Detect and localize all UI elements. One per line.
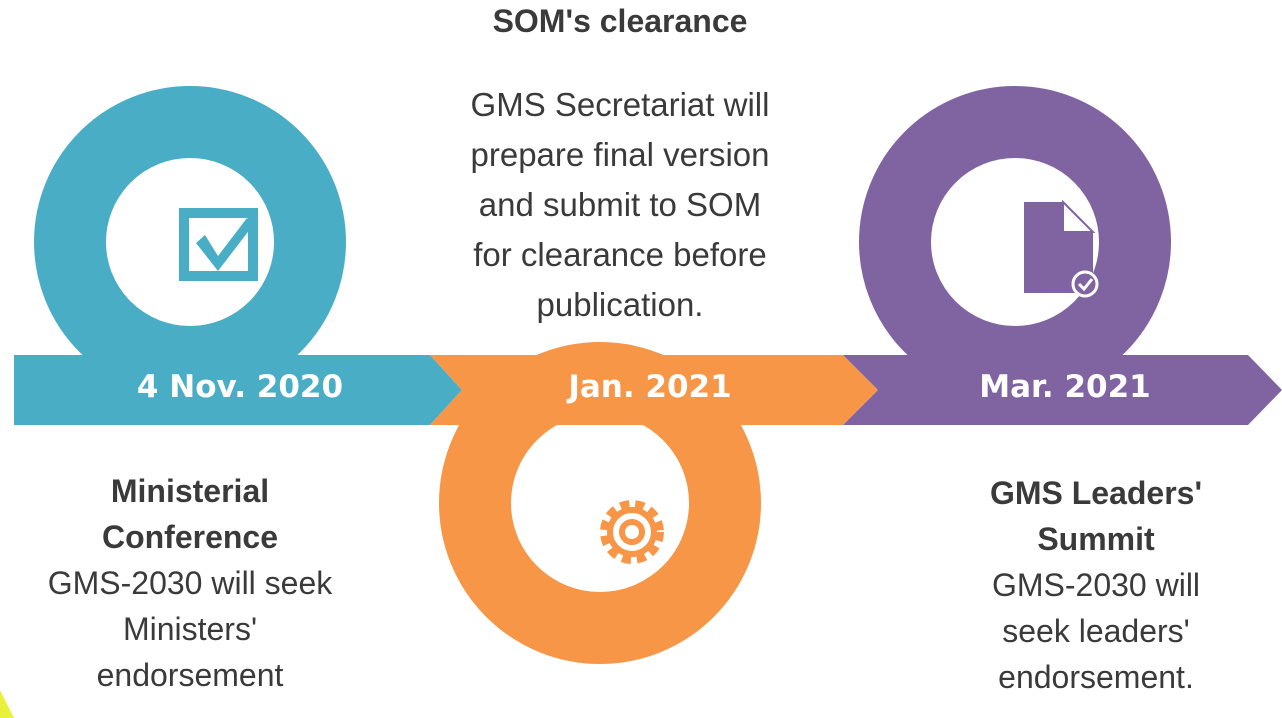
desc-line: GMS Secretariat will [470, 86, 770, 123]
corner-accent [0, 690, 14, 718]
desc-line: endorsement [96, 657, 284, 693]
desc-line: prepare final version [470, 136, 770, 173]
date-label-2: Jan. 2021 [568, 369, 732, 405]
milestone-3-block: GMS Leaders' Summit GMS-2030 will seek l… [910, 470, 1282, 700]
document-check-icon [1024, 199, 1099, 298]
gear-icon [600, 500, 664, 564]
desc-line: publication. [536, 286, 704, 323]
milestone-3-title-line: Summit [1037, 521, 1155, 557]
arrow-segment-teal [14, 355, 462, 425]
milestone-2-title: SOM's clearance [492, 3, 748, 39]
milestone-1-title-line: Ministerial [110, 473, 270, 509]
date-label-3: Mar. 2021 [979, 369, 1151, 405]
desc-line: Ministers' [122, 611, 258, 647]
desc-line: and submit to SOM [478, 186, 762, 223]
date-label-1: 4 Nov. 2020 [136, 369, 344, 405]
desc-line: seek leaders' [1002, 613, 1190, 649]
milestone-1-block: Ministerial Conference GMS-2030 will see… [0, 468, 380, 698]
ring-purple [859, 86, 1171, 398]
arrow-segment-purple [843, 355, 1282, 425]
desc-line: GMS-2030 will [991, 567, 1201, 603]
desc-line: for clearance before [473, 236, 767, 273]
arrow-segment-orange [430, 355, 878, 425]
desc-line: endorsement. [998, 659, 1194, 695]
checkbox-icon [179, 208, 258, 281]
milestone-2-description: GMS Secretariat will prepare final versi… [420, 80, 820, 330]
milestone-3-title-line: GMS Leaders' [989, 475, 1203, 511]
milestone-1-title-line: Conference [101, 519, 279, 555]
desc-line: GMS-2030 will seek [47, 565, 333, 601]
